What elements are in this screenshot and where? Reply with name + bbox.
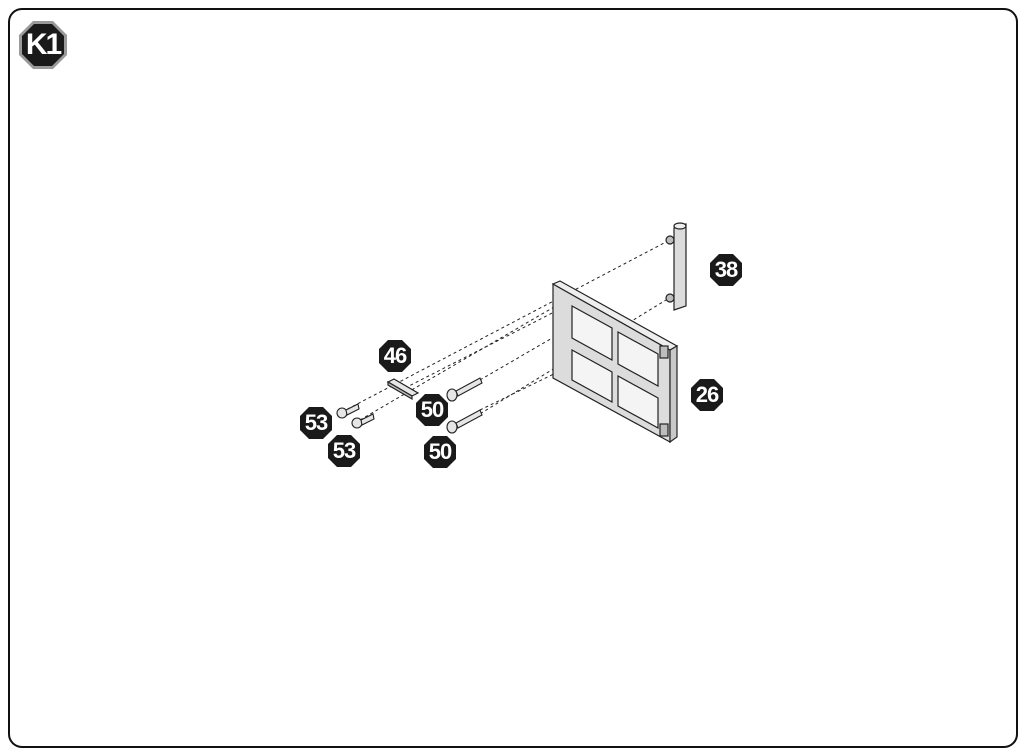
octagon-badge-icon: [328, 435, 360, 467]
part-number: 50: [420, 397, 444, 422]
part-label-53: 53: [299, 406, 333, 440]
assembly-diagram: [336, 222, 687, 444]
guide-line: [359, 299, 567, 421]
part-label-53: 53: [327, 434, 361, 468]
part-number: 53: [332, 438, 356, 463]
guide-line: [479, 329, 567, 381]
part-number: 38: [714, 257, 738, 282]
bar-part: [665, 222, 687, 311]
part-number: 50: [428, 439, 452, 464]
octagon-badge-icon: [19, 21, 67, 69]
octagon-badge-icon: [379, 340, 411, 372]
panel-part: [551, 280, 679, 444]
short-screw-part: [336, 403, 375, 429]
part-label-38: 38: [709, 253, 743, 287]
part-label-26: 26: [690, 378, 724, 412]
part-label-50: 50: [423, 435, 457, 469]
guide-line: [404, 305, 567, 389]
screw-part: [446, 377, 483, 434]
part-number: 46: [383, 343, 407, 368]
part-label-46: 46: [378, 339, 412, 373]
octagon-badge-icon: [416, 394, 448, 426]
octagon-badge-icon: [300, 407, 332, 439]
step-badge: [18, 20, 68, 70]
step-number: K1: [25, 28, 62, 61]
part-label-50: 50: [415, 393, 449, 427]
octagon-badge-icon: [691, 379, 723, 411]
strip-part: [386, 378, 420, 401]
guide-line: [479, 367, 567, 411]
part-number: 53: [304, 410, 328, 435]
octagon-badge-icon: [710, 254, 742, 286]
octagon-badge-icon: [424, 436, 456, 468]
part-number: 26: [695, 382, 719, 407]
